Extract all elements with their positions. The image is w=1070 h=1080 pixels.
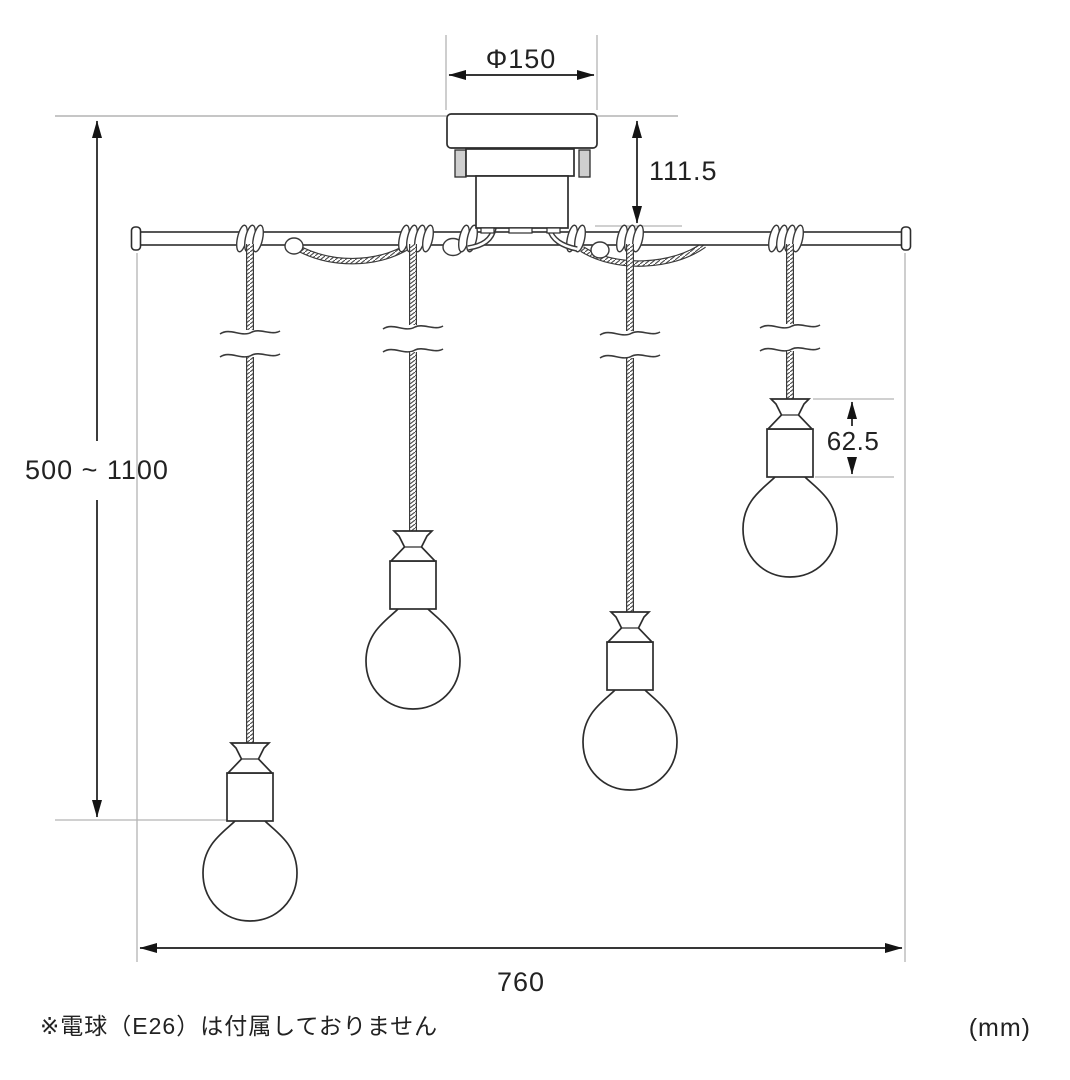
rope-wraps	[235, 224, 805, 259]
break-symbol	[599, 331, 661, 336]
break-symbol	[759, 347, 821, 352]
rope-wrap-2	[397, 224, 464, 257]
break-symbol	[382, 325, 444, 330]
break-symbol	[759, 324, 821, 329]
cord-3	[599, 244, 661, 616]
unit-label: (mm)	[969, 1014, 1031, 1042]
lamp-socket-bulb-3	[582, 611, 678, 791]
rope-loop	[590, 241, 610, 259]
cord-2	[382, 244, 444, 535]
canopy-top	[446, 113, 598, 149]
rope-wrap-4	[767, 224, 805, 253]
pendant-cords	[219, 244, 821, 747]
rope-loop	[284, 237, 304, 255]
lamp-socket-bulb-1	[202, 742, 298, 922]
canopy-foot	[546, 227, 561, 234]
label-socket-height: 62.5	[827, 426, 880, 456]
label-canopy-diameter: Φ150	[486, 44, 557, 74]
lamp-socket-bulb-2	[365, 530, 461, 710]
label-cord-length-range: 500 ~ 1100	[25, 455, 169, 485]
canopy	[446, 113, 598, 234]
cord-1	[219, 244, 281, 747]
pendant-lamps	[202, 398, 838, 922]
break-symbol	[599, 354, 661, 359]
canopy-peg-right	[578, 149, 591, 178]
break-symbol	[219, 353, 281, 358]
canopy-foot	[508, 227, 533, 234]
canopy-foot	[480, 227, 495, 234]
bar-end-cap-right	[900, 226, 912, 251]
note-text: ※電球（E26）は付属しておりません	[40, 1013, 438, 1039]
canopy-mid	[465, 148, 575, 177]
label-bar-width: 760	[497, 967, 545, 997]
rope-drape	[294, 244, 411, 264]
label-canopy-height: 111.5	[649, 156, 718, 186]
cord-4	[759, 244, 821, 403]
canopy-peg-left	[454, 149, 467, 178]
rope-drapes	[294, 242, 706, 267]
canopy-base	[475, 175, 569, 229]
break-symbol	[219, 330, 281, 335]
break-symbol	[382, 348, 444, 353]
extension-lines	[55, 35, 906, 962]
bar-end-cap-left	[130, 226, 142, 251]
dimension-lines	[92, 70, 903, 953]
lamp-socket-bulb-4	[742, 398, 838, 578]
